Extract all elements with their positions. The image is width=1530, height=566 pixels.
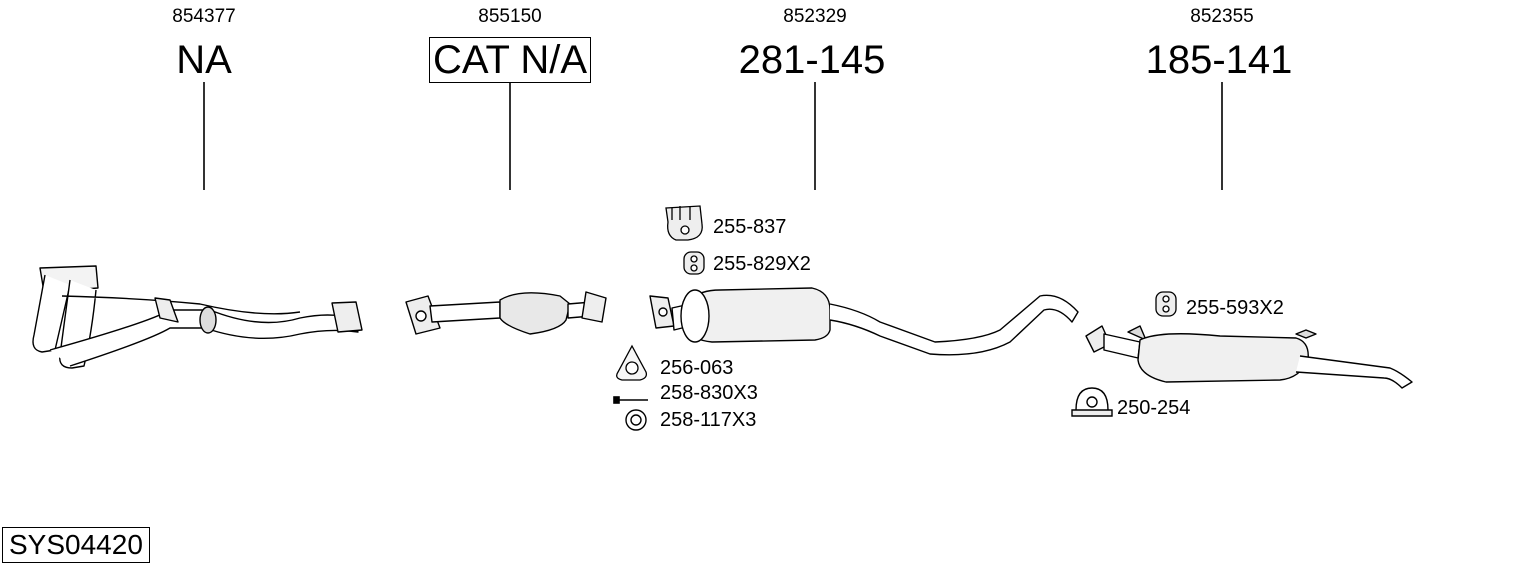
part-number-3[interactable]: 281-145 (738, 38, 886, 82)
flange-gasket-icon (616, 344, 648, 381)
rubber-ring-icon (683, 251, 705, 275)
system-id-label: SYS04420 (2, 527, 150, 563)
oe-number-1: 854377 (172, 6, 236, 27)
oe-number-3: 852329 (783, 6, 847, 27)
nut-ring-icon (625, 409, 647, 431)
accessory-label-2[interactable]: 255-829X2 (713, 253, 811, 275)
catalytic-converter[interactable] (405, 291, 607, 335)
clamp-icon (1071, 387, 1113, 417)
part-number-1[interactable]: NA (176, 38, 232, 82)
accessory-label-5[interactable]: 258-830X3 (660, 382, 758, 404)
accessory-label-1[interactable]: 255-837 (713, 216, 787, 238)
rubber-mount-icon (1155, 291, 1177, 317)
accessory-label-4[interactable]: 256-063 (660, 357, 734, 379)
rear-silencer[interactable] (1085, 325, 1413, 389)
bolt-icon (613, 396, 648, 404)
part-number-2[interactable]: CAT N/A (428, 37, 592, 83)
accessory-label-7[interactable]: 250-254 (1117, 397, 1191, 419)
accessory-label-3[interactable]: 255-593X2 (1186, 297, 1284, 319)
accessory-label-6[interactable]: 258-117X3 (660, 409, 757, 431)
middle-silencer[interactable] (649, 287, 1079, 356)
part-number-4[interactable]: 185-141 (1145, 38, 1293, 82)
oe-number-2: 855150 (478, 6, 542, 27)
part-number-2-box: CAT N/A (390, 37, 630, 83)
rubber-hanger-icon (665, 205, 703, 241)
exhaust-manifold[interactable] (32, 265, 363, 369)
oe-number-4: 852355 (1190, 6, 1254, 27)
